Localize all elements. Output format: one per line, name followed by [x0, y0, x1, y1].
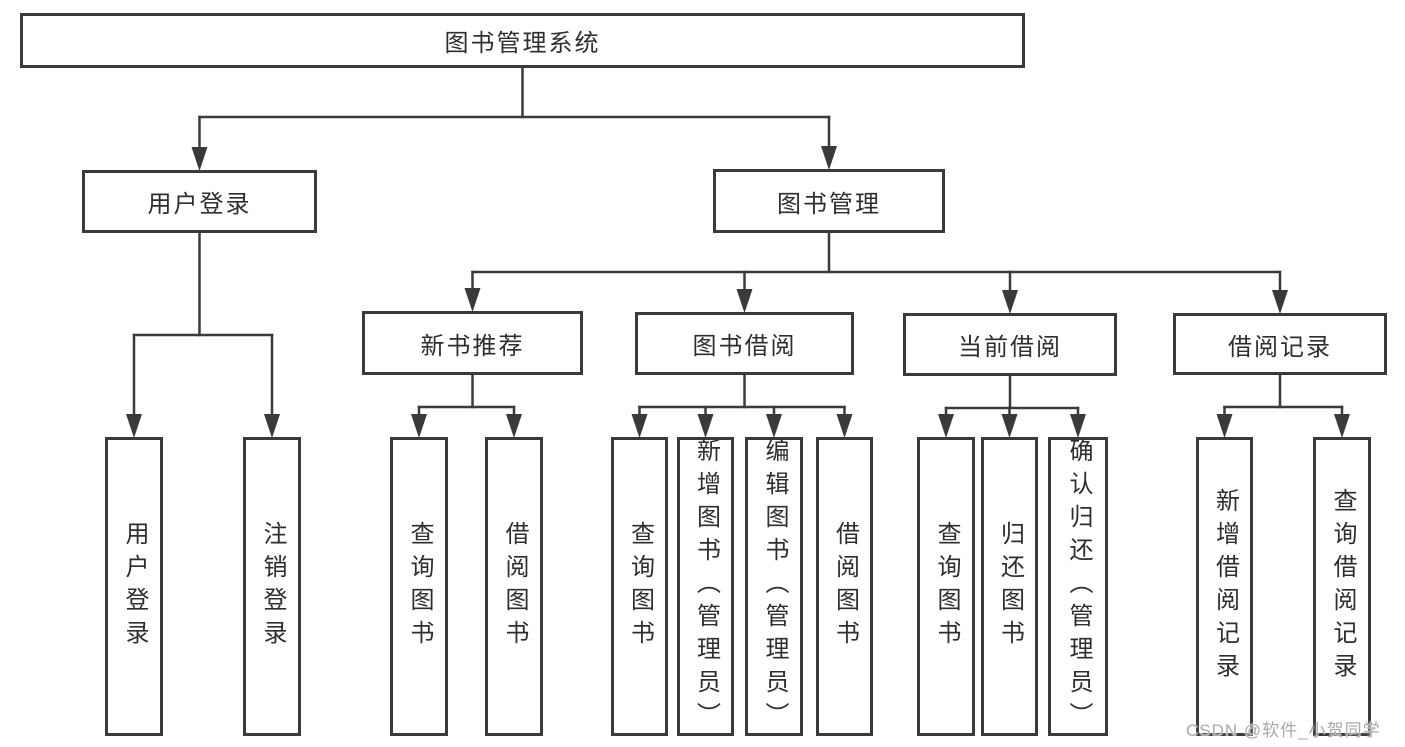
node-borrow-books-borrow: 借阅图书: [816, 437, 873, 736]
node-borrow-records: 借阅记录: [1173, 313, 1387, 375]
node-book-borrow: 图书借阅: [635, 312, 854, 375]
node-label-add-borrow-record: 新增借阅记录: [1211, 487, 1239, 686]
node-borrow-books-rec: 借阅图书: [485, 437, 543, 736]
node-label-user-login-leaf: 用户登录: [121, 520, 148, 653]
node-current-borrow: 当前借阅: [903, 313, 1117, 376]
node-label-root: 图书管理系统: [444, 30, 601, 57]
node-label-confirm-return: 确认归还（管理员）: [1065, 438, 1092, 735]
arrowhead-icon: [264, 414, 280, 438]
node-add-books: 新增图书（管理员）: [677, 437, 734, 736]
arrowhead-icon: [1334, 414, 1350, 438]
node-label-query-borrow-record: 查询借阅记录: [1329, 487, 1356, 686]
arrowhead-icon: [1216, 414, 1233, 438]
arrowhead-icon: [1272, 290, 1288, 314]
arrowhead-icon: [766, 414, 782, 438]
node-user-login-leaf: 用户登录: [105, 437, 163, 736]
arrowhead-icon: [506, 414, 522, 438]
node-label-return-books: 归还图书: [996, 520, 1024, 653]
arrowhead-icon: [938, 414, 954, 438]
arrowhead-icon: [836, 414, 853, 438]
arrowhead-icon: [736, 289, 753, 313]
node-label-borrow-books-rec: 借阅图书: [501, 520, 528, 653]
node-label-query-books-rec: 查询图书: [406, 520, 433, 653]
arrowhead-icon: [411, 414, 427, 438]
node-query-borrow-record: 查询借阅记录: [1313, 437, 1371, 736]
node-label-user-login: 用户登录: [147, 191, 252, 218]
node-label-borrow-books-borrow: 借阅图书: [831, 520, 859, 653]
node-label-query-books-borrow: 查询图书: [626, 520, 654, 653]
node-label-new-book-rec: 新书推荐: [420, 332, 525, 360]
node-label-borrow-records: 借阅记录: [1228, 333, 1332, 361]
node-new-book-rec: 新书推荐: [362, 311, 583, 375]
arrowhead-icon: [631, 414, 648, 438]
node-label-book-mgmt: 图书管理: [777, 190, 881, 218]
arrowhead-icon: [1070, 414, 1086, 438]
node-query-books-current: 查询图书: [917, 437, 975, 736]
node-return-books: 归还图书: [981, 437, 1038, 736]
node-root: 图书管理系统: [20, 13, 1025, 68]
arrowhead-icon: [1002, 290, 1018, 314]
node-label-add-books: 新增图书（管理员）: [692, 438, 720, 735]
node-label-current-borrow: 当前借阅: [958, 334, 1062, 361]
node-book-mgmt: 图书管理: [713, 169, 945, 233]
arrowhead-icon: [191, 147, 208, 171]
node-user-login: 用户登录: [82, 170, 317, 233]
node-label-logout-leaf: 注销登录: [259, 520, 286, 653]
arrowhead-icon: [697, 414, 714, 438]
node-edit-books: 编辑图书（管理员）: [745, 437, 803, 736]
node-label-book-borrow: 图书借阅: [692, 333, 797, 360]
node-logout-leaf: 注销登录: [243, 437, 301, 736]
node-label-query-books-current: 查询图书: [933, 520, 960, 653]
arrowhead-icon: [126, 414, 142, 438]
watermark: CSDN @软件_小贺同学: [1186, 721, 1381, 740]
arrowhead-icon: [821, 146, 837, 170]
arrowhead-icon: [464, 288, 481, 312]
arrowhead-icon: [1001, 414, 1018, 438]
node-query-books-borrow: 查询图书: [611, 437, 668, 736]
node-confirm-return: 确认归还（管理员）: [1048, 437, 1108, 736]
node-label-edit-books: 编辑图书（管理员）: [761, 438, 788, 735]
node-add-borrow-record: 新增借阅记录: [1196, 437, 1253, 736]
node-query-books-rec: 查询图书: [390, 437, 448, 736]
